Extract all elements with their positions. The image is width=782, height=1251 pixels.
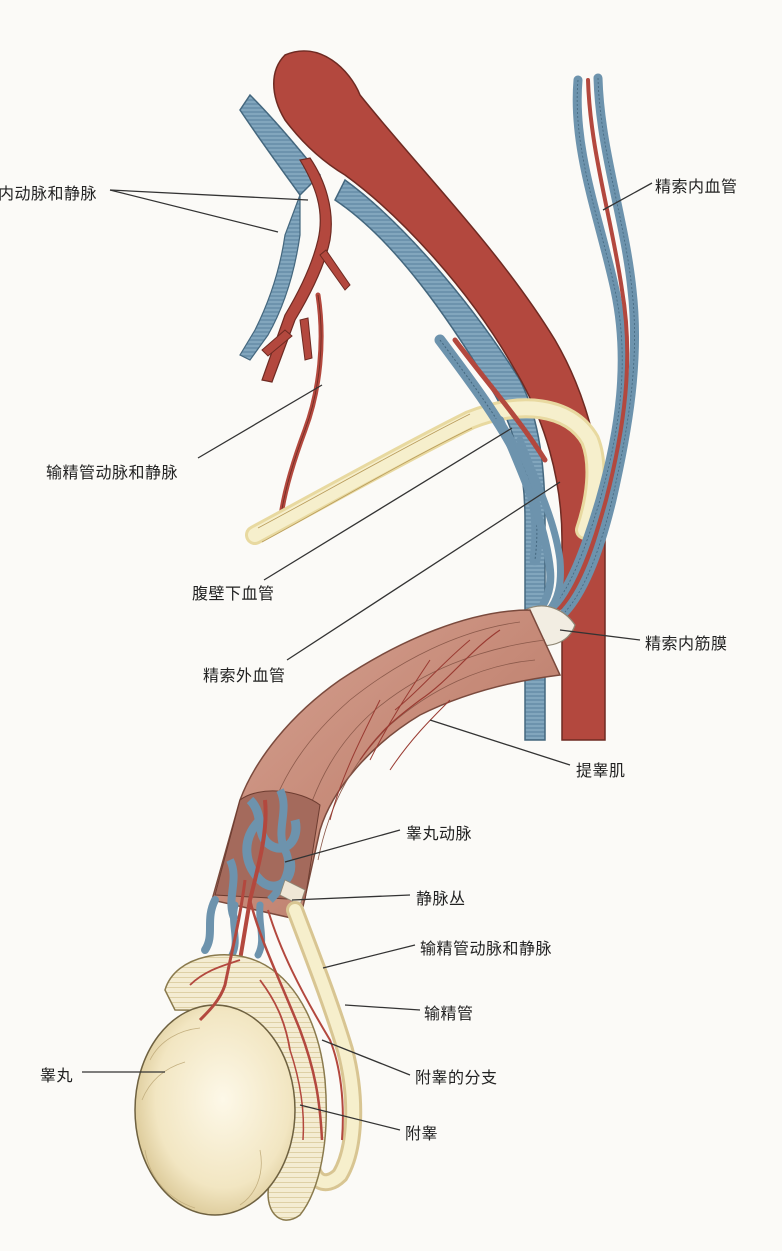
label-testis: 睾丸 bbox=[40, 1066, 74, 1085]
label-deferential-vessels-lower: 输精管动脉和静脉 bbox=[420, 939, 553, 958]
label-vas-deferens: 输精管 bbox=[424, 1004, 474, 1023]
label-epididymal-branches: 附睾的分支 bbox=[415, 1068, 498, 1087]
label-venous-plexus: 静脉丛 bbox=[416, 889, 466, 908]
sheath-contents bbox=[214, 788, 321, 991]
external-spermatic-vessels bbox=[496, 416, 564, 619]
internal-spermatic-vessels bbox=[545, 73, 640, 617]
label-inferior-epigastric-vessels: 腹壁下血管 bbox=[192, 584, 275, 603]
label-cremaster-muscle: 提睾肌 bbox=[576, 761, 626, 780]
testicular-artery-branches bbox=[189, 879, 344, 1141]
label-iliac-vessels: 内动脉和静脉 bbox=[0, 184, 98, 203]
leader-lines bbox=[82, 182, 653, 1131]
label-external-spermatic-vessels: 精索外血管 bbox=[203, 666, 286, 685]
external-iliac-vein bbox=[239, 93, 546, 741]
label-epididymis: 附睾 bbox=[405, 1124, 439, 1143]
label-internal-spermatic-vessels: 精索内血管 bbox=[655, 177, 738, 196]
label-deferential-vessels-upper: 输精管动脉和静脉 bbox=[46, 463, 179, 482]
external-iliac-artery bbox=[261, 50, 606, 741]
testis bbox=[134, 1004, 296, 1216]
label-testicular-artery: 睾丸动脉 bbox=[406, 824, 473, 843]
label-internal-spermatic-fascia: 精索内筋膜 bbox=[645, 634, 728, 653]
